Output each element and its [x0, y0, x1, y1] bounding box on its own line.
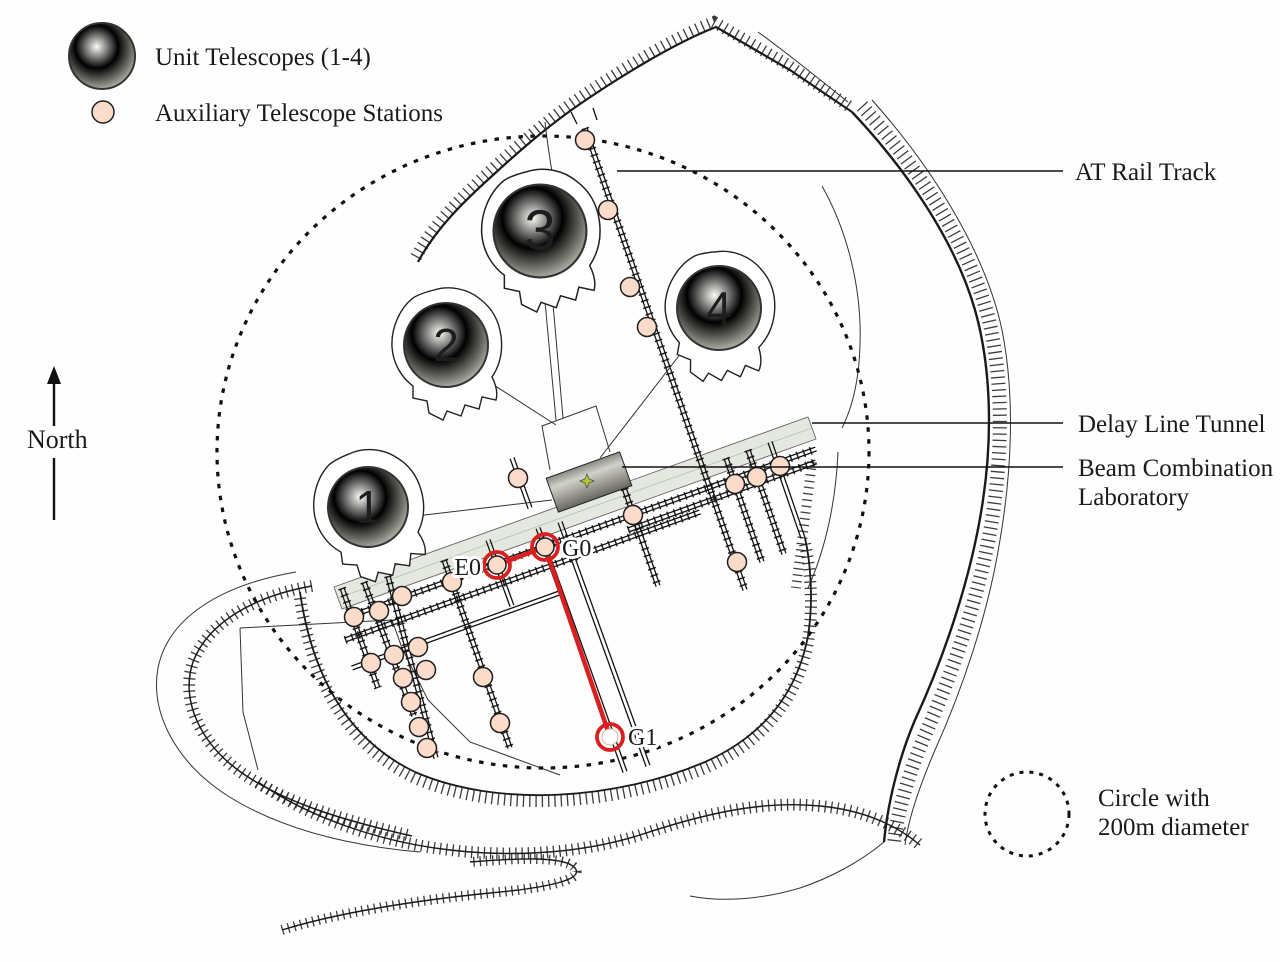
callout-at-rail-track: AT Rail Track [617, 159, 1217, 186]
unit-telescope-4: 4 [664, 250, 776, 383]
station-g1-marker [595, 722, 625, 752]
dotted-circle-symbol [983, 770, 1071, 858]
legend-unit-telescopes: Unit Telescopes (1-4) [155, 44, 371, 71]
legend-circle-line1: Circle with [1098, 785, 1210, 812]
station-e0-marker [482, 550, 512, 580]
unit-telescope-symbol [68, 22, 136, 90]
unit-telescope-1: 1 [313, 448, 427, 583]
aux-station-dots [343, 129, 791, 759]
legend-aux-stations: Auxiliary Telescope Stations [155, 100, 443, 127]
delay-line-tunnel-label: Delay Line Tunnel [1078, 411, 1266, 438]
station-e0-label: E0 [454, 555, 481, 581]
baseline-overlay: E0 G0 G1 [451, 532, 660, 754]
legend: Unit Telescopes (1-4) Auxiliary Telescop… [68, 22, 443, 127]
legend-200m-circle: Circle with 200m diameter [983, 770, 1249, 858]
delay-line-tunnel [333, 416, 817, 610]
callout-beam-combination-lab: Beam Combination Laboratory [622, 455, 1274, 511]
unit-telescope-3: 3 [480, 168, 601, 314]
north-arrowhead-icon [47, 366, 61, 384]
station-g1-label: G1 [628, 725, 657, 751]
beam-lab-label-line1: Beam Combination [1078, 455, 1274, 482]
ut2-number: 2 [433, 319, 459, 371]
beam-combination-laboratory [545, 451, 633, 513]
station-g0-label: G0 [562, 536, 591, 562]
beam-lab-label-line2: Laboratory [1078, 484, 1190, 511]
ut1-number: 1 [355, 481, 381, 533]
aux-station-symbol [91, 100, 115, 124]
ut4-number: 4 [706, 282, 732, 334]
north-label: North [27, 425, 88, 454]
terrain-contours [156, 15, 1011, 935]
at-rail-track-label: AT Rail Track [1075, 159, 1217, 186]
platform-200m-circle [215, 134, 871, 770]
ut3-number: 3 [524, 198, 555, 261]
lab-star-icon [579, 473, 595, 489]
unit-telescope-2: 2 [391, 287, 503, 421]
legend-circle-line2: 200m diameter [1098, 814, 1249, 841]
station-g0-marker [530, 532, 560, 562]
callout-delay-line-tunnel: Delay Line Tunnel [812, 411, 1266, 438]
north-arrow: North [27, 366, 88, 520]
